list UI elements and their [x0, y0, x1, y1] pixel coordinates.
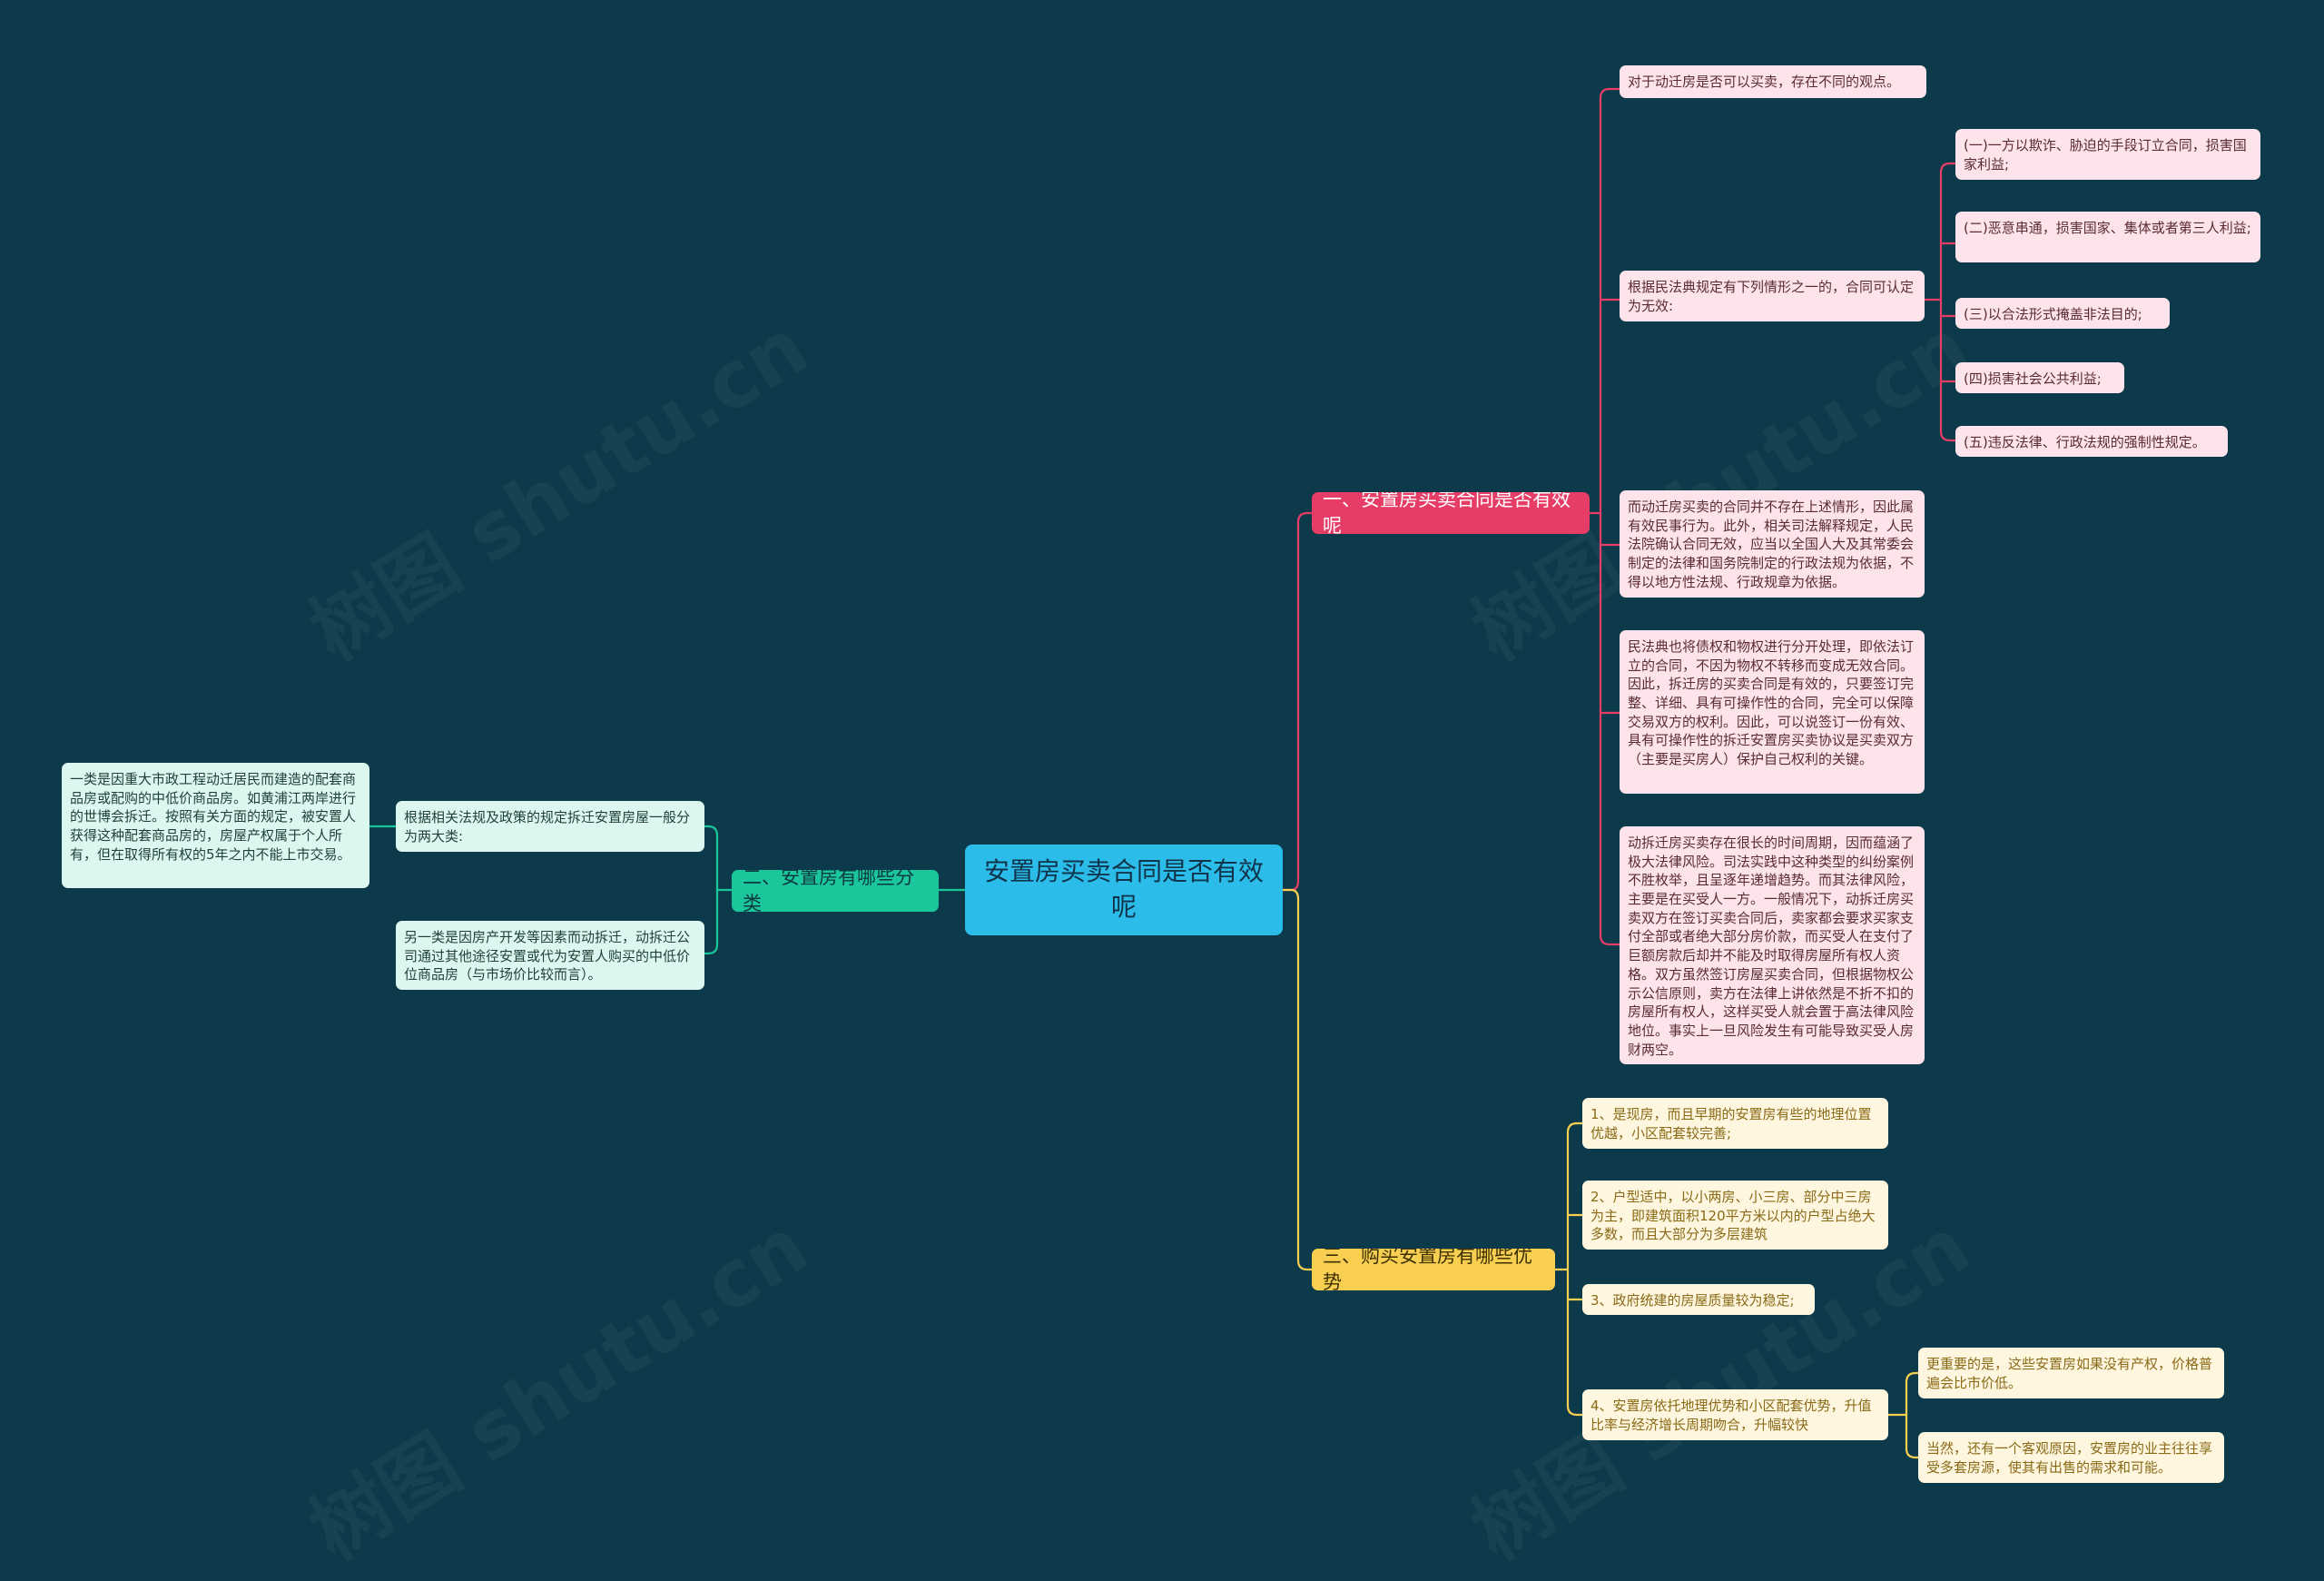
branch-2-item-2[interactable]: 另一类是因房产开发等因素而动拆迁，动拆迁公司通过其他途径安置或代为安置人购买的中… [396, 921, 704, 990]
branch-1-sub-item-3[interactable]: (三)以合法形式掩盖非法目的; [1955, 298, 2170, 329]
branch-2-topic[interactable]: 二、安置房有哪些分类 [732, 870, 939, 912]
branch-2-sub-item-1[interactable]: 一类是因重大市政工程动迁居民而建造的配套商品房或配购的中低价商品房。如黄浦江两岸… [62, 763, 369, 888]
branch-1-sub-item-2[interactable]: (二)恶意串通，损害国家、集体或者第三人利益; [1955, 212, 2260, 262]
branch-3-topic[interactable]: 三、购买安置房有哪些优势 [1312, 1249, 1555, 1290]
connector [1905, 1371, 1920, 1459]
branch-3-sub-item-2[interactable]: 当然，还有一个客观原因，安置房的业主往往享受多套房源，使其有出售的需求和可能。 [1918, 1432, 2224, 1483]
connector-lines [368, 87, 1957, 1459]
branch-1-sub-item-4[interactable]: (四)损害社会公共利益; [1955, 362, 2124, 393]
branch-1-item-4[interactable]: 民法典也将债权和物权进行分开处理，即依法订立的合同，不因为物权不转移而变成无效合… [1620, 630, 1925, 794]
root-topic[interactable]: 安置房买卖合同是否有效呢 [965, 845, 1283, 935]
connector [1566, 1122, 1584, 1417]
branch-3-item-4[interactable]: 4、安置房依托地理优势和小区配套优势，升值比率与经济增长周期吻合，升幅较快 [1582, 1389, 1888, 1440]
branch-2-item-1[interactable]: 根据相关法规及政策的规定拆迁安置房屋一般分为两大类: [396, 801, 704, 852]
branch-3-sub-item-1[interactable]: 更重要的是，这些安置房如果没有产权，价格普遍会比市价低。 [1918, 1348, 2224, 1398]
branch-3-item-1[interactable]: 1、是现房，而且早期的安置房有些的地理位置优越，小区配套较完善; [1582, 1098, 1888, 1149]
branch-1-sub-item-5[interactable]: (五)违反法律、行政法规的强制性规定。 [1955, 426, 2228, 457]
branch-3-item-3[interactable]: 3、政府统建的房屋质量较为稳定; [1582, 1284, 1815, 1315]
branch-1-item-2[interactable]: 根据民法典规定有下列情形之一的，合同可认定为无效: [1620, 271, 1925, 321]
connector [1281, 511, 1314, 892]
connector [1599, 87, 1621, 946]
connector [1939, 162, 1957, 442]
mind-map-canvas: 树图 shutu.cn 树图 shutu.cn 树图 shutu.cn 树图 s… [62, 65, 2260, 1577]
connector [1281, 888, 1314, 1271]
branch-1-item-3[interactable]: 而动迁房买卖的合同并不存在上述情形，因此属有效民事行为。此外，相关司法解释规定，… [1620, 490, 1925, 598]
branch-1-item-5[interactable]: 动拆迁房买卖存在很长的时间周期，因而蕴涵了极大法律风险。司法实践中这种类型的纠纷… [1620, 826, 1925, 1064]
branch-1-sub-item-1[interactable]: (一)一方以欺诈、胁迫的手段订立合同，损害国家利益; [1955, 129, 2260, 180]
branch-1-item-1[interactable]: 对于动迁房是否可以买卖，存在不同的观点。 [1620, 65, 1926, 98]
connector [703, 825, 719, 955]
branch-3-item-2[interactable]: 2、户型适中，以小两房、小三房、部分中三房为主，即建筑面积120平方米以内的户型… [1582, 1181, 1888, 1250]
branch-1-topic[interactable]: 一、安置房买卖合同是否有效呢 [1312, 492, 1590, 534]
